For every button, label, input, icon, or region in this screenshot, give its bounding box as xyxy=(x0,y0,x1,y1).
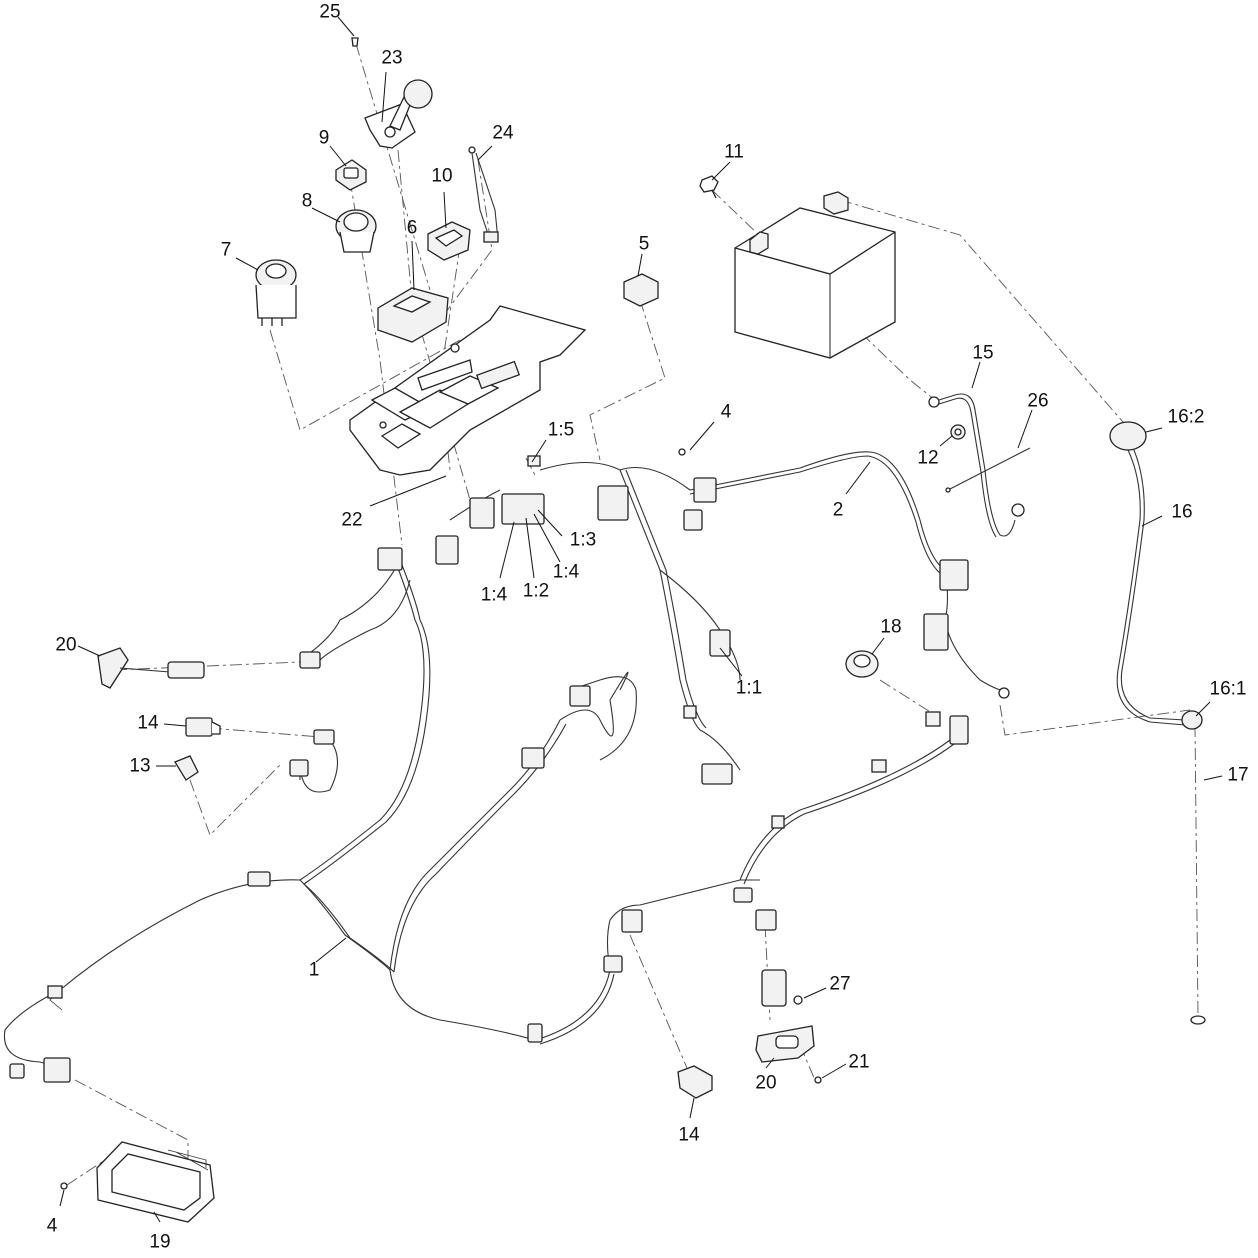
nut-part-12 xyxy=(950,424,966,440)
relay-part-14-upper xyxy=(185,717,221,737)
screw-part-25 xyxy=(351,37,359,47)
callout-16-2: 16:2 xyxy=(1168,407,1205,428)
callout-20-left: 20 xyxy=(55,635,76,656)
callout-9: 9 xyxy=(319,128,330,149)
callout-26: 26 xyxy=(1027,391,1048,412)
callout-1-2: 1:2 xyxy=(523,581,549,602)
screw-part-4-upper xyxy=(678,448,686,456)
main-harness-part-1 xyxy=(3,455,969,1083)
callout-4-lower: 4 xyxy=(47,1216,58,1237)
assembly-lines xyxy=(66,43,1199,1186)
callout-16-1: 16:1 xyxy=(1210,679,1247,700)
screw-part-4-lower xyxy=(60,1182,68,1190)
callout-8: 8 xyxy=(302,191,313,212)
light-part-20-lower xyxy=(755,969,815,1063)
hour-meter-part-6 xyxy=(377,287,449,343)
sensor-part-18 xyxy=(845,650,879,678)
work-light-part-19 xyxy=(96,1141,215,1223)
callout-18: 18 xyxy=(880,617,901,638)
callout-14-lower: 14 xyxy=(678,1125,700,1146)
cable-part-24 xyxy=(468,146,499,243)
screw-part-21 xyxy=(814,1076,822,1084)
battery xyxy=(734,191,896,359)
callout-22: 22 xyxy=(341,510,362,531)
callout-16: 16 xyxy=(1171,502,1192,523)
nut-part-27 xyxy=(793,995,803,1005)
wire-part-26 xyxy=(945,447,1031,493)
callout-4-upper: 4 xyxy=(721,402,732,423)
light-part-20-left xyxy=(97,647,205,689)
callout-labels: 25 23 9 24 8 10 11 7 6 5 15 26 16:2 1:5 … xyxy=(47,2,1249,1253)
relay-part-14-lower xyxy=(677,1065,713,1099)
switch-cap-part-9 xyxy=(335,159,367,191)
callout-7: 7 xyxy=(221,240,232,261)
callout-1-3: 1:3 xyxy=(570,530,596,551)
key-switch-part-8 xyxy=(335,209,377,253)
harness-part-2 xyxy=(619,451,1010,699)
callout-27: 27 xyxy=(829,974,850,995)
callout-15: 15 xyxy=(972,343,993,364)
callout-13: 13 xyxy=(129,756,150,777)
callout-21: 21 xyxy=(848,1052,869,1073)
callout-1-5: 1:5 xyxy=(548,420,574,441)
callout-20-lower: 20 xyxy=(755,1073,776,1094)
clip-part-13 xyxy=(174,755,199,781)
ignition-switch-part-7 xyxy=(255,259,297,326)
relay-part-5 xyxy=(623,273,659,307)
callout-1-4-left: 1:4 xyxy=(481,585,508,606)
callout-10: 10 xyxy=(431,166,452,187)
callout-6: 6 xyxy=(407,218,418,239)
lever-part-23 xyxy=(364,79,433,149)
callout-25: 25 xyxy=(319,2,340,23)
control-panel-bracket xyxy=(349,305,587,476)
rocker-switch-part-10 xyxy=(427,221,471,261)
callout-23: 23 xyxy=(381,48,402,69)
ground-cable-part-16 xyxy=(1109,421,1203,730)
callout-14-upper: 14 xyxy=(137,713,159,734)
callout-19: 19 xyxy=(149,1232,170,1253)
callout-24: 24 xyxy=(492,123,514,144)
washer-part-17 xyxy=(1190,1015,1206,1025)
callout-1: 1 xyxy=(309,960,320,981)
battery-cable-part-15 xyxy=(928,393,1025,538)
callout-2: 2 xyxy=(833,500,844,521)
callout-12: 12 xyxy=(917,448,938,469)
leader-lines xyxy=(59,16,1223,1223)
callout-11: 11 xyxy=(724,142,744,163)
callout-5: 5 xyxy=(639,234,650,255)
callout-1-1: 1:1 xyxy=(736,678,762,699)
callout-1-4-right: 1:4 xyxy=(553,562,580,583)
callout-17: 17 xyxy=(1227,765,1248,786)
bolt-part-11 xyxy=(699,175,719,199)
